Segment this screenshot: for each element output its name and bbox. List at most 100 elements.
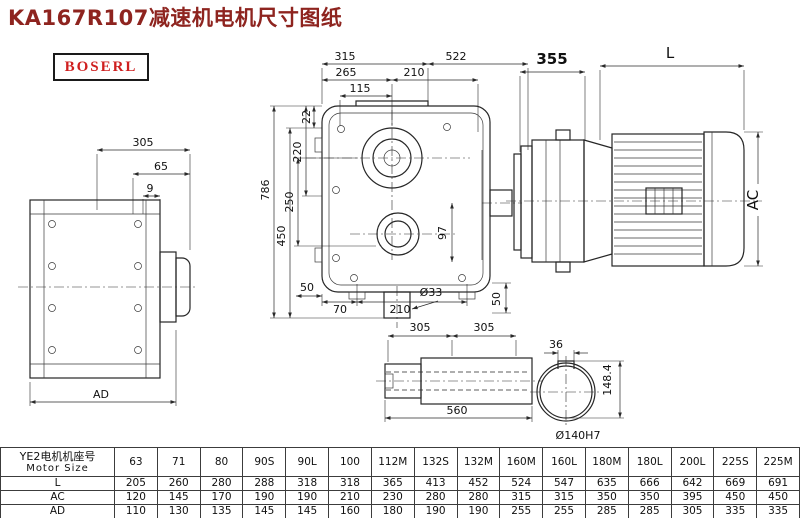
dimension-value-cell: 260 — [156, 476, 201, 491]
motor-size-column-header: 112M — [370, 447, 415, 477]
dimension-value-cell: 280 — [199, 476, 244, 491]
dimension-value-cell: 255 — [499, 504, 544, 518]
dim-shaft-305b: 305 — [474, 321, 495, 334]
motor-size-column-header: 80 — [199, 447, 244, 477]
dim-motor-L: L — [666, 44, 675, 62]
dimension-value-cell: 180 — [370, 504, 415, 518]
dim-front-315: 315 — [335, 50, 356, 63]
dimension-value-cell: 318 — [285, 476, 330, 491]
dim-front-50-left: 50 — [300, 281, 314, 294]
dimension-value-cell: 318 — [328, 476, 372, 491]
dimension-value-cell: 110 — [114, 504, 158, 518]
motor-size-column-header: 132S — [413, 447, 458, 477]
dim-front-210-top: 210 — [404, 66, 425, 79]
dim-front-97: 97 — [436, 226, 449, 240]
motor-size-column-header: 225M — [756, 447, 800, 477]
dimension-value-cell: 547 — [542, 476, 586, 491]
dimension-value-cell: 335 — [713, 504, 758, 518]
dimension-value-cell: 635 — [584, 476, 629, 491]
hollow-shaft-drawing: 305 305 560 — [376, 321, 542, 422]
motor-size-column-header: 63 — [114, 447, 158, 477]
dimension-value-cell: 170 — [199, 490, 244, 505]
dim-bore-dia140: Ø140H7 — [556, 429, 601, 442]
dimension-value-cell: 205 — [114, 476, 158, 491]
dim-shaft-305a: 305 — [410, 321, 431, 334]
dimension-value-cell: 524 — [499, 476, 544, 491]
dimension-value-cell: 691 — [756, 476, 800, 491]
dimension-value-cell: 120 — [114, 490, 158, 505]
dimension-value-cell: 288 — [242, 476, 287, 491]
row-label-cell: AD — [0, 504, 115, 518]
dimension-value-cell: 160 — [328, 504, 372, 518]
dim-front-70: 70 — [333, 303, 347, 316]
dimension-value-cell: 145 — [156, 490, 201, 505]
dim-front-210-bottom: 210 — [390, 303, 411, 316]
dim-side-305: 305 — [133, 136, 154, 149]
dimension-value-cell: 395 — [670, 490, 715, 505]
dim-side-ad: AD — [93, 388, 109, 401]
dim-front-50-right: 50 — [490, 292, 503, 306]
motor-size-column-header: 160M — [499, 447, 544, 477]
page-title: KA167R107减速机电机尺寸图纸 — [8, 6, 343, 30]
dimension-value-cell: 669 — [713, 476, 758, 491]
dim-side-9: 9 — [147, 182, 154, 195]
dimension-value-cell: 145 — [242, 504, 287, 518]
dimension-value-cell: 350 — [584, 490, 629, 505]
dimension-value-cell: 255 — [542, 504, 586, 518]
dimension-value-cell: 365 — [370, 476, 415, 491]
dim-front-dia33: Ø33 — [420, 286, 443, 299]
row-label-cell: AC — [0, 490, 115, 505]
dimension-value-cell: 350 — [627, 490, 672, 505]
dimension-value-cell: 130 — [156, 504, 201, 518]
side-view-drawing: 305 65 9 AD — [18, 136, 198, 406]
dimension-value-cell: 145 — [285, 504, 330, 518]
dimension-value-cell: 413 — [413, 476, 458, 491]
dim-front-115: 115 — [350, 82, 371, 95]
motor-size-column-header: 180M — [584, 447, 629, 477]
dimension-value-cell: 210 — [328, 490, 372, 505]
motor-side-drawing: 355 L AC — [506, 44, 763, 273]
dim-shaft-560: 560 — [447, 404, 468, 417]
dimension-value-cell: 285 — [627, 504, 672, 518]
dimension-value-cell: 666 — [627, 476, 672, 491]
dimension-value-cell: 335 — [756, 504, 800, 518]
brand-text: BOSERL — [64, 58, 138, 75]
dimension-value-cell: 190 — [413, 504, 458, 518]
dim-front-220: 220 — [291, 142, 304, 163]
dim-motor-AC: AC — [744, 190, 762, 210]
motor-size-column-header: 225S — [713, 447, 758, 477]
motor-size-column-header: 90S — [242, 447, 287, 477]
dimension-value-cell: 642 — [670, 476, 715, 491]
dim-side-65: 65 — [154, 160, 168, 173]
motor-size-column-header: 90L — [285, 447, 330, 477]
motor-size-column-header: 180L — [627, 447, 672, 477]
dimension-value-cell: 315 — [542, 490, 586, 505]
technical-drawing: 305 65 9 AD — [18, 44, 763, 442]
dimension-value-cell: 450 — [713, 490, 758, 505]
dim-front-250: 250 — [283, 192, 296, 213]
motor-size-column-header: 132M — [456, 447, 501, 477]
dimension-value-cell: 190 — [456, 504, 501, 518]
dim-bore-36: 36 — [549, 338, 563, 351]
motor-size-column-header: 100 — [328, 447, 372, 477]
shaft-end-drawing: 36 148.4 Ø140H7 — [530, 338, 624, 442]
dim-front-522: 522 — [446, 50, 467, 63]
dimension-value-cell: 315 — [499, 490, 544, 505]
dim-front-450: 450 — [275, 226, 288, 247]
dimension-value-cell: 230 — [370, 490, 415, 505]
dim-front-22: 22 — [300, 110, 313, 124]
brand-logo: BOSERL — [53, 53, 149, 81]
dimension-value-cell: 450 — [756, 490, 800, 505]
dimension-value-cell: 305 — [670, 504, 715, 518]
dimension-value-cell: 280 — [456, 490, 501, 505]
dimension-value-cell: 280 — [413, 490, 458, 505]
dimension-value-cell: 285 — [584, 504, 629, 518]
motor-size-column-header: 160L — [542, 447, 586, 477]
dimension-value-cell: 190 — [285, 490, 330, 505]
